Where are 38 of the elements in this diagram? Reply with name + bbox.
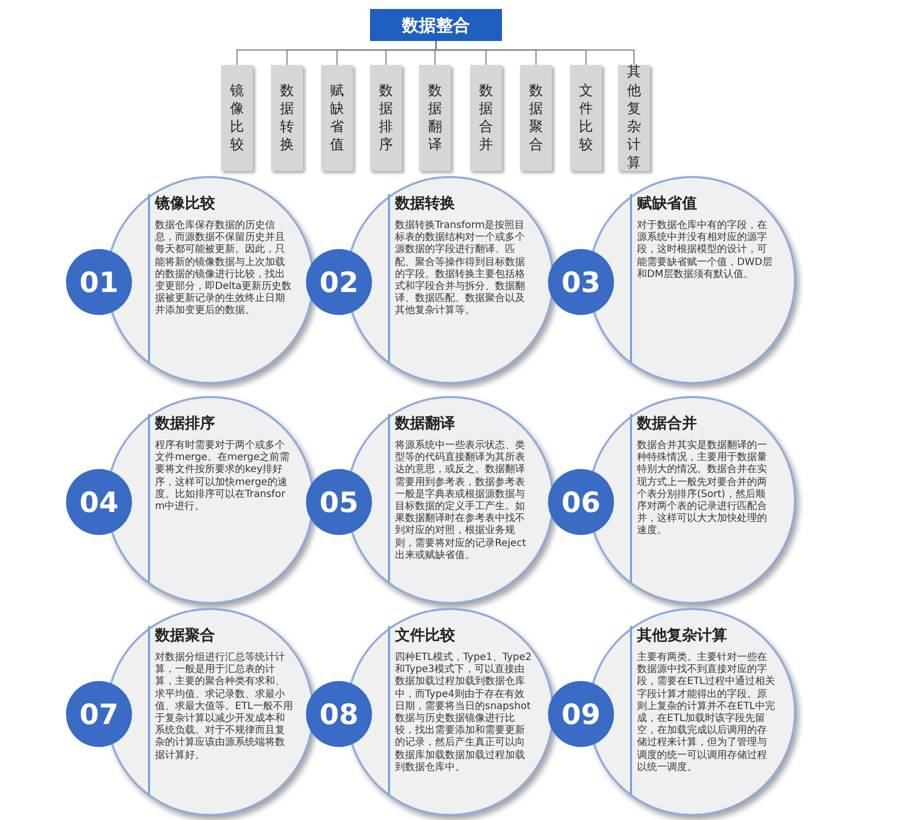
number-badge: 04 bbox=[66, 469, 132, 535]
category-box: 数据转换 bbox=[271, 65, 303, 171]
number-badge: 05 bbox=[306, 469, 372, 535]
category-box: 数据翻译 bbox=[419, 65, 451, 171]
number-badge: 08 bbox=[306, 681, 372, 747]
topic-title: 数据排序 bbox=[155, 414, 215, 433]
topic-description: 数据仓库保存数据的历史信息，而源数据不保留历史并且每天都可能被更新。因此，只能将新的镜像数据与上次加载的数据的镜像进行比较，找出变更部分，即Delta更新历史数据被更新记录的生效终止日期并添加变更后的数据。 bbox=[155, 220, 293, 318]
number-badge: 09 bbox=[548, 681, 614, 747]
topic-title: 数据合并 bbox=[637, 414, 697, 433]
category-box: 赋缺省值 bbox=[321, 65, 353, 171]
connector-line bbox=[435, 41, 635, 65]
topic-title: 赋缺省值 bbox=[637, 194, 697, 213]
topic-description: 数据合并其实是数据翻译的一种特殊情况，主要用于数据量特别大的情况。数据合并在实现方式上一般先对要合并的两个表分别排序(Sort)，然后顺序对两个表的记录进行匹配合并，这样可以大大加快处理的速度。 bbox=[637, 440, 768, 538]
number-badge: 02 bbox=[306, 249, 372, 315]
topic-description: 程序有时需要对于两个或多个文件merge。在merge之前需要将文件按所要求的key排好序，这样可以加快merge的速度。比如排序可以在Transform中进行。 bbox=[155, 440, 291, 514]
number-badge: 01 bbox=[66, 249, 132, 315]
topic-description: 对于数据仓库中有的字段，在源系统中并没有相对应的源字段，这时根据模型的设计，可能需要缺省赋一个值，DWD层和DM层数据须有默认值。 bbox=[637, 220, 774, 281]
topic-title: 数据转换 bbox=[395, 194, 455, 213]
category-box: 数据合并 bbox=[470, 65, 502, 171]
category-box: 数据聚合 bbox=[520, 65, 552, 171]
title-box: 数据整合 bbox=[370, 9, 502, 41]
topic-title: 其他复杂计算 bbox=[637, 626, 727, 645]
topic-title: 数据聚合 bbox=[155, 626, 215, 645]
topic-description: 对数据分组进行汇总等统计计算，一般是用于汇总表的计算，主要的聚合种类有求和、求平均值、求记录数、求最小值、求最大值等。ETL一般不用于复杂计算以减少开发成本和系统负载。对于不规律而且复杂的计算应该由源系统端将数据计算好。 bbox=[155, 652, 293, 762]
topic-title: 数据翻译 bbox=[395, 414, 455, 433]
category-box: 文件比较 bbox=[570, 65, 602, 171]
number-badge: 03 bbox=[548, 249, 614, 315]
topic-title: 文件比较 bbox=[395, 626, 455, 645]
topic-title: 镜像比较 bbox=[155, 194, 215, 213]
category-box: 数据排序 bbox=[370, 65, 402, 171]
number-badge: 07 bbox=[66, 681, 132, 747]
topic-description: 数据转换Transform是按照目标表的数据结构对一个或多个源数据的字段进行翻译、匹配、聚合等操作得到目标数据的字段。数据转换主要包括格式和字段合并与拆分、数据翻译、数据匹配、数据聚合以及其他复杂计算等。 bbox=[395, 220, 526, 318]
topic-description: 将源系统中一些表示状态、类型等的代码直接翻译为其所表达的意思，或反之。数据翻译需要用到参考表，数据参考表一般是字典表或根据源数据与目标数据的定义手工产生。如果数据翻译时在参考表中找不到对应的对照，根据业务规则，需要将对应的记录Reject出来或赋缺省值。 bbox=[395, 440, 528, 562]
number-badge: 06 bbox=[548, 469, 614, 535]
topic-description: 四种ETL模式，Type1、Type2和Type3模式下，可以直接由数据加载过程加载到数据仓库中，而Type4则由于存在有效日期，需要将当日的snapshot数据与历史数据镜像进行比较，找出需要添加和需要更新的记录，然后产生真正可以向数据库加载数据加载过程加载到数据仓库中。 bbox=[395, 652, 533, 774]
topic-description: 主要有两类。主要针对一些在数据源中找不到直接对应的字段，需要在ETL过程中通过相关字段计算才能得出的字段。原则上复杂的计算并不在ETL中完成，在ETL加载时该字段先留空，在加载完成以后调用的存储过程来计算，但为了管理与调度的统一可以调用存储过程以统一调度。 bbox=[637, 652, 775, 774]
category-box: 镜像比较 bbox=[221, 65, 253, 171]
category-box: 其他复杂计算 bbox=[618, 65, 650, 171]
